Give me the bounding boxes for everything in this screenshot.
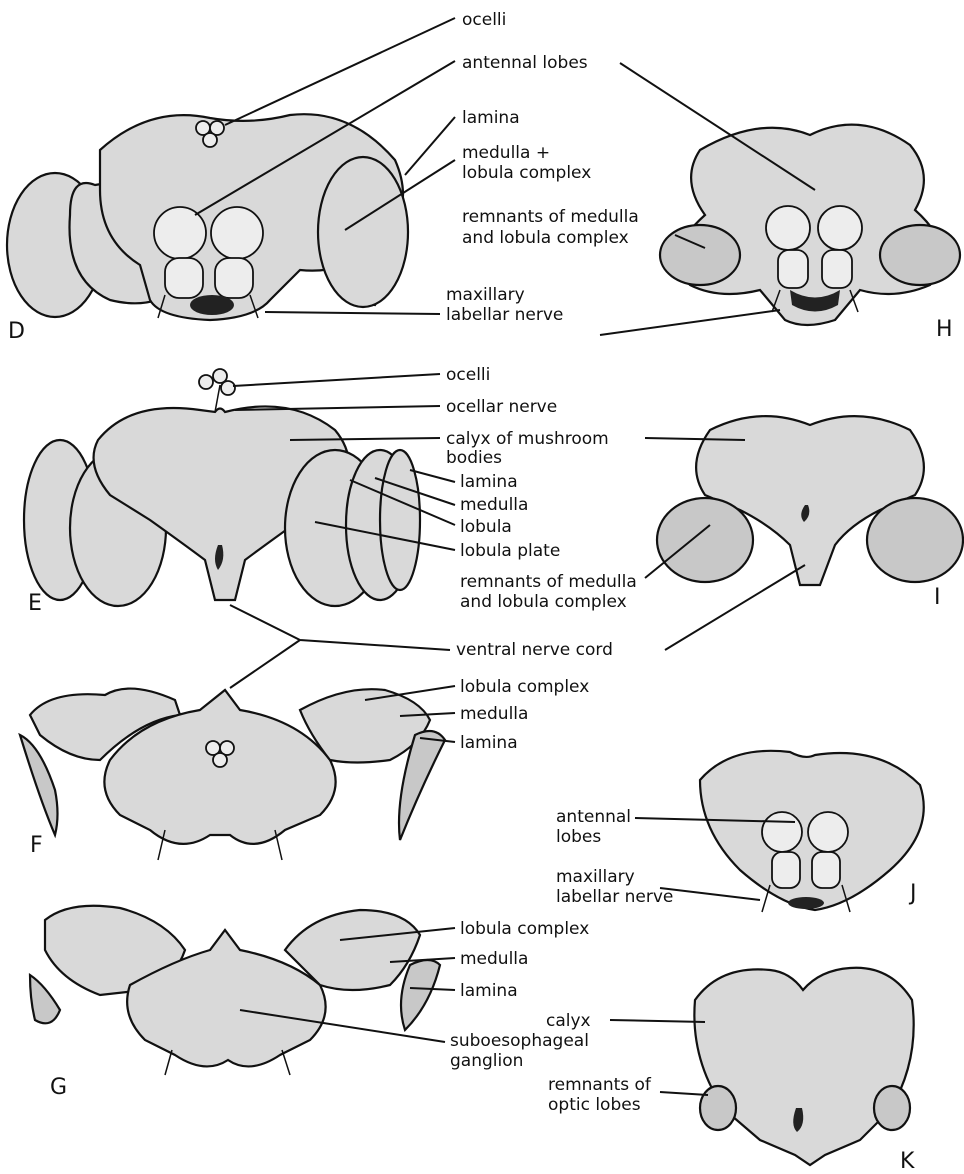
panel-i-remnant-left xyxy=(657,498,753,582)
label-remnants-optic-b: optic lobes xyxy=(548,1095,641,1115)
leader-maxillary-j xyxy=(660,888,760,900)
panel-h-remnant-left xyxy=(660,225,740,285)
label-remnants-2a: remnants of medulla xyxy=(460,572,637,592)
panel-letter-f: F xyxy=(30,833,43,858)
panel-i-remnant-right xyxy=(867,498,963,582)
label-lobula-2: lobula xyxy=(460,517,512,537)
label-calyx-k: calyx xyxy=(546,1011,591,1031)
panel-j-antennal-lobe-left xyxy=(762,812,802,852)
labels: ocelli antennal lobes lamina medulla + l… xyxy=(446,10,673,1115)
panel-e-ocelli xyxy=(199,369,235,395)
label-suboesophageal-b: ganglion xyxy=(450,1051,523,1071)
label-antennal-2b: lobes xyxy=(556,827,601,847)
panel-d-antennal-lobe-right xyxy=(211,207,263,259)
panel-d-antennal-lobe-left xyxy=(154,207,206,259)
panel-f-brain xyxy=(20,689,445,860)
label-lamina-4: lamina xyxy=(460,981,518,1001)
panel-k-optic-remnant-left xyxy=(700,1086,736,1130)
panel-h-maxillary-left xyxy=(778,250,808,288)
panel-g-left-lamina xyxy=(30,975,60,1023)
panel-j-brain xyxy=(700,751,924,912)
leader-ventral-f xyxy=(230,640,300,688)
panel-k-central-brain xyxy=(694,968,913,1165)
label-lobula-plate: lobula plate xyxy=(460,541,560,561)
label-maxillary-2b: labellar nerve xyxy=(556,887,673,907)
label-medulla-3: medulla xyxy=(460,704,528,724)
panel-k-brain xyxy=(694,968,913,1165)
leader-maxillary-h xyxy=(600,310,780,335)
label-calyx-mushroom-b: bodies xyxy=(446,448,502,468)
leader-ventral-e xyxy=(230,605,450,650)
panel-letter-i: I xyxy=(934,585,941,610)
panel-j-maxillary-left xyxy=(772,852,800,888)
label-medulla-lobula-1a: medulla + xyxy=(462,143,550,163)
label-ocelli-1: ocelli xyxy=(462,10,506,30)
panel-d-maxillary-right xyxy=(215,258,253,298)
panel-d-brain xyxy=(7,114,408,320)
panel-g-brain xyxy=(30,906,440,1075)
panel-letter-k: K xyxy=(900,1149,915,1174)
panel-h-antennal-lobe-right xyxy=(818,206,862,250)
panel-h-brain xyxy=(660,125,960,325)
label-remnants-1a: remnants of medulla xyxy=(462,207,639,227)
label-ventral-nerve-cord: ventral nerve cord xyxy=(456,640,613,660)
label-suboesophageal-a: suboesophageal xyxy=(450,1031,589,1051)
label-ocelli-2: ocelli xyxy=(446,365,490,385)
panel-d-maxillary-left xyxy=(165,258,203,298)
label-remnants-1b: and lobula complex xyxy=(462,228,629,248)
panel-d-right-lamina xyxy=(318,157,408,307)
panel-h-remnant-right xyxy=(880,225,960,285)
label-lamina-1: lamina xyxy=(462,108,520,128)
label-maxillary-2a: maxillary xyxy=(556,867,635,887)
panel-j-ventral-dark xyxy=(788,897,824,909)
label-maxillary-1b: labellar nerve xyxy=(446,305,563,325)
label-lobula-complex-4: lobula complex xyxy=(460,919,589,939)
panel-letter-d: D xyxy=(8,319,25,344)
label-calyx-mushroom-a: calyx of mushroom xyxy=(446,429,609,449)
label-medulla-4: medulla xyxy=(460,949,528,969)
panel-g-right-lamina xyxy=(401,960,440,1030)
panel-k-optic-remnant-right xyxy=(874,1086,910,1130)
label-medulla-2: medulla xyxy=(460,495,528,515)
label-medulla-lobula-1b: lobula complex xyxy=(462,163,591,183)
panel-i-brain xyxy=(657,416,963,585)
leader-remnants-optic xyxy=(660,1092,708,1095)
panel-letter-g: G xyxy=(50,1075,67,1100)
label-antennal-lobes-1: antennal lobes xyxy=(462,53,588,73)
label-ocellar-nerve: ocellar nerve xyxy=(446,397,557,417)
panel-j-maxillary-right xyxy=(812,852,840,888)
panel-f-left-lamina xyxy=(20,735,58,835)
panel-d-ventral-dark xyxy=(190,295,234,315)
leader-maxillary-d xyxy=(265,312,440,314)
panel-h-antennal-lobe-left xyxy=(766,206,810,250)
panel-h-maxillary-right xyxy=(822,250,852,288)
panel-letter-h: H xyxy=(936,317,953,342)
label-remnants-optic-a: remnants of xyxy=(548,1075,652,1095)
label-antennal-2a: antennal xyxy=(556,807,631,827)
panel-e-brain xyxy=(24,369,420,606)
leader-ocelli-1 xyxy=(225,18,455,125)
panel-letter-e: E xyxy=(28,591,42,616)
label-lobula-complex-3: lobula complex xyxy=(460,677,589,697)
label-lamina-3: lamina xyxy=(460,733,518,753)
panel-j-antennal-lobe-right xyxy=(808,812,848,852)
leader-calyx-k xyxy=(610,1020,705,1022)
label-remnants-2b: and lobula complex xyxy=(460,592,627,612)
leader-lamina-1 xyxy=(405,117,455,175)
label-maxillary-1a: maxillary xyxy=(446,285,525,305)
label-lamina-2: lamina xyxy=(460,472,518,492)
leader-ocelli-2 xyxy=(233,374,440,386)
panel-letter-j: J xyxy=(908,881,917,906)
